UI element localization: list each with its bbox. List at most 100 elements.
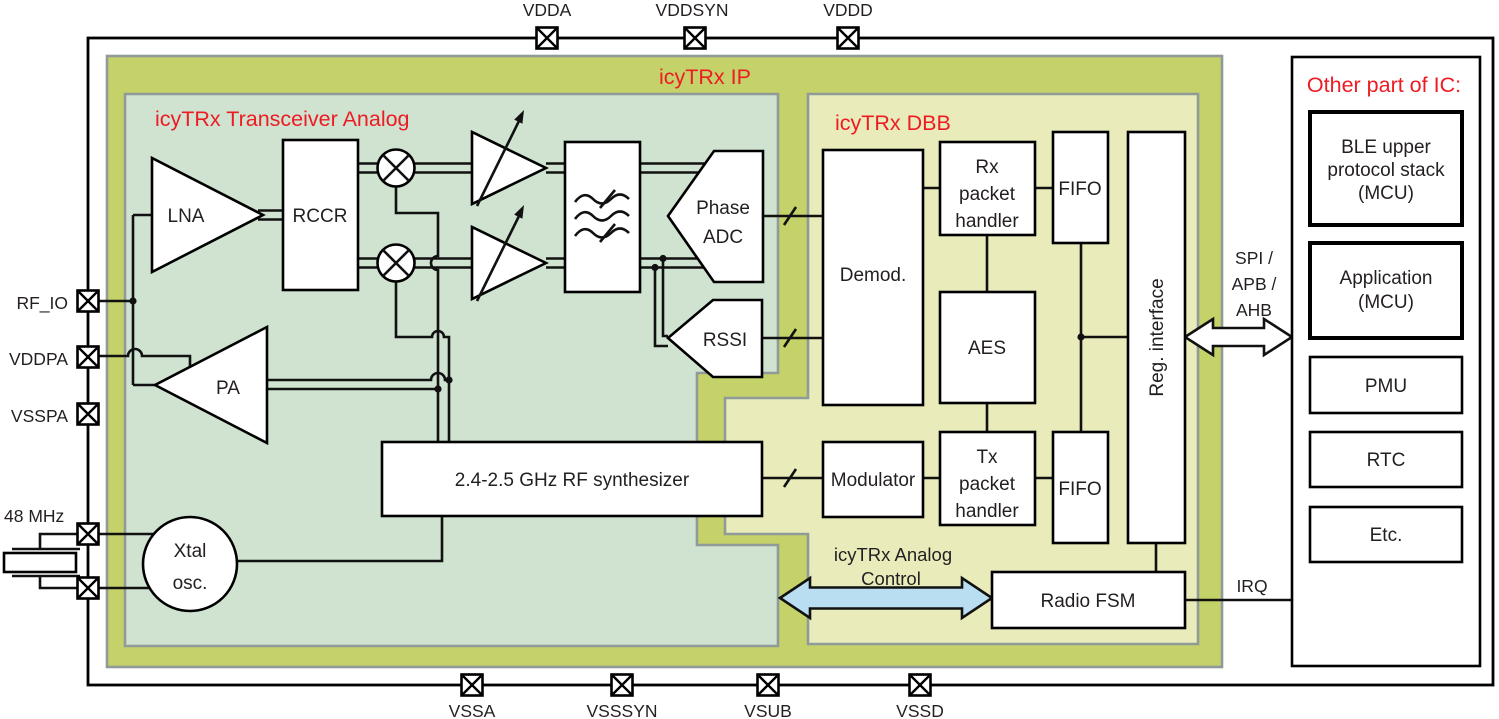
pin-vddsyn-icon bbox=[683, 26, 707, 50]
pin-label-vddsyn: VDDSYN bbox=[656, 0, 729, 20]
mixer-i-icon bbox=[376, 148, 416, 188]
pin-label-vsssyn: VSSSYN bbox=[587, 701, 658, 719]
analog-control-label-2: Control bbox=[861, 568, 921, 589]
wire-rccr-mixer-i bbox=[358, 162, 378, 174]
block-modulator-label: Modulator bbox=[831, 470, 916, 491]
block-radio-fsm bbox=[990, 570, 1187, 630]
block-demod bbox=[821, 148, 925, 407]
pin-vdda-icon bbox=[535, 26, 559, 50]
block-rssi-label: RSSI bbox=[703, 330, 747, 351]
block-pmu bbox=[1308, 355, 1464, 415]
block-rtc bbox=[1308, 430, 1464, 489]
pin-label-vsspa: VSSPA bbox=[11, 406, 68, 426]
block-reg-interface-label: Reg. interface bbox=[1147, 278, 1168, 396]
block-demod-label: Demod. bbox=[840, 265, 907, 286]
block-reg-interface bbox=[1126, 130, 1187, 545]
block-txph-label-3: handler bbox=[955, 501, 1019, 522]
pin-label-vsub: VSUB bbox=[744, 701, 792, 719]
block-ble-label-3: (MCU) bbox=[1358, 183, 1414, 204]
wire-lo-mixer-i bbox=[394, 186, 440, 442]
block-pa-label: PA bbox=[216, 378, 240, 399]
block-lna-label: LNA bbox=[168, 206, 205, 227]
pin-label-vddpa: VDDPA bbox=[9, 349, 68, 369]
vga-q-icon bbox=[470, 205, 549, 302]
wire-rssi-tap bbox=[653, 258, 668, 348]
block-rccr-label: RCCR bbox=[293, 206, 348, 227]
junction-rfio bbox=[129, 297, 137, 305]
block-pmu-label: PMU bbox=[1365, 376, 1407, 397]
host-bus-label-1: SPI / bbox=[1235, 248, 1273, 268]
wire-mixer-vga-i bbox=[414, 162, 472, 174]
pin-vddd-icon bbox=[836, 26, 860, 50]
wire-rccr-mixer-q bbox=[358, 257, 378, 269]
wire-crystal-leads bbox=[12, 532, 80, 590]
junction-rssi-2 bbox=[651, 263, 659, 272]
crystal-icon bbox=[2, 551, 78, 574]
title-icytrx-dbb: icyTRx DBB bbox=[835, 111, 951, 135]
block-tx-fifo-label: FIFO bbox=[1058, 479, 1101, 500]
wire-lna-rccr bbox=[258, 209, 283, 221]
host-bus-label-2: APB / bbox=[1232, 274, 1277, 294]
crystal-freq-label: 48 MHz bbox=[4, 506, 64, 526]
wire-xtal-to-synth bbox=[237, 516, 444, 563]
block-phase-adc-label-1: Phase bbox=[696, 198, 750, 219]
block-rssi bbox=[666, 298, 764, 379]
block-txph-label-1: Tx bbox=[976, 447, 998, 468]
block-etc bbox=[1308, 505, 1464, 564]
pin-vsssyn-icon bbox=[610, 673, 634, 697]
title-other-ic: Other part of IC: bbox=[1307, 73, 1461, 97]
wire-vga-filter-i bbox=[546, 162, 565, 174]
bus-slash-mod bbox=[782, 468, 798, 488]
block-tx-packet-handler bbox=[938, 430, 1037, 527]
pins: VDDA VDDSYN VDDD VSSA VSSSYN VSUB VSSD R… bbox=[2, 0, 944, 719]
vga-i-icon bbox=[470, 110, 549, 207]
pin-vddpa-icon bbox=[76, 345, 100, 369]
pin-vssa-icon bbox=[460, 673, 484, 697]
pin-rfio-icon bbox=[76, 289, 100, 313]
block-ble-label-2: protocol stack bbox=[1327, 160, 1445, 181]
pin-label-vdda: VDDA bbox=[523, 0, 572, 20]
block-application-label-1: Application bbox=[1340, 268, 1433, 289]
pin-label-rfio: RF_IO bbox=[16, 293, 68, 314]
block-rxph-label-1: Rx bbox=[975, 157, 999, 178]
block-rxph-label-3: handler bbox=[955, 211, 1019, 232]
block-pa bbox=[152, 324, 269, 446]
block-rx-fifo-label: FIFO bbox=[1058, 179, 1101, 200]
block-xtal-osc bbox=[141, 515, 239, 613]
block-etc-label: Etc. bbox=[1370, 525, 1403, 546]
pin-xtal2-icon bbox=[76, 576, 100, 600]
block-txph-label-2: packet bbox=[959, 474, 1016, 495]
block-modulator bbox=[821, 440, 925, 519]
block-aes bbox=[938, 290, 1037, 405]
block-rf-synthesizer-label: 2.4-2.5 GHz RF synthesizer bbox=[455, 470, 690, 491]
wire-mixer-vga-q bbox=[414, 257, 472, 269]
wire-vddpa bbox=[97, 347, 192, 385]
junction-lo-1 bbox=[445, 376, 453, 384]
channel-filter-icon bbox=[563, 140, 642, 294]
title-transceiver-analog: icyTRx Transceiver Analog bbox=[155, 107, 410, 131]
bus-slash-rssi bbox=[782, 328, 798, 348]
pin-label-vssd: VSSD bbox=[896, 701, 944, 719]
title-icytrx-ip: icyTRx IP bbox=[659, 65, 751, 89]
block-tx-fifo bbox=[1051, 430, 1110, 545]
block-rx-fifo bbox=[1051, 130, 1110, 245]
host-bus-label-3: AHB bbox=[1236, 300, 1272, 320]
block-phase-adc bbox=[666, 149, 765, 284]
wires bbox=[12, 162, 1292, 602]
pin-vsspa-icon bbox=[76, 402, 100, 426]
block-application-label-2: (MCU) bbox=[1358, 292, 1414, 313]
analog-control-label-1: icyTRx Analog bbox=[834, 544, 952, 565]
block-rxph-label-2: packet bbox=[959, 184, 1016, 205]
block-ble-label-1: BLE upper bbox=[1341, 137, 1431, 158]
block-radio-fsm-label: Radio FSM bbox=[1040, 591, 1135, 612]
wire-lo-mixer-q bbox=[394, 281, 451, 442]
block-ble-stack bbox=[1308, 110, 1464, 227]
junction-lo-2 bbox=[434, 385, 442, 393]
pin-label-vssa: VSSA bbox=[449, 701, 496, 719]
irq-label: IRQ bbox=[1236, 576, 1267, 596]
block-application-mcu bbox=[1308, 241, 1464, 340]
wire-filter-adc-i bbox=[640, 162, 710, 174]
block-lna bbox=[150, 155, 266, 275]
